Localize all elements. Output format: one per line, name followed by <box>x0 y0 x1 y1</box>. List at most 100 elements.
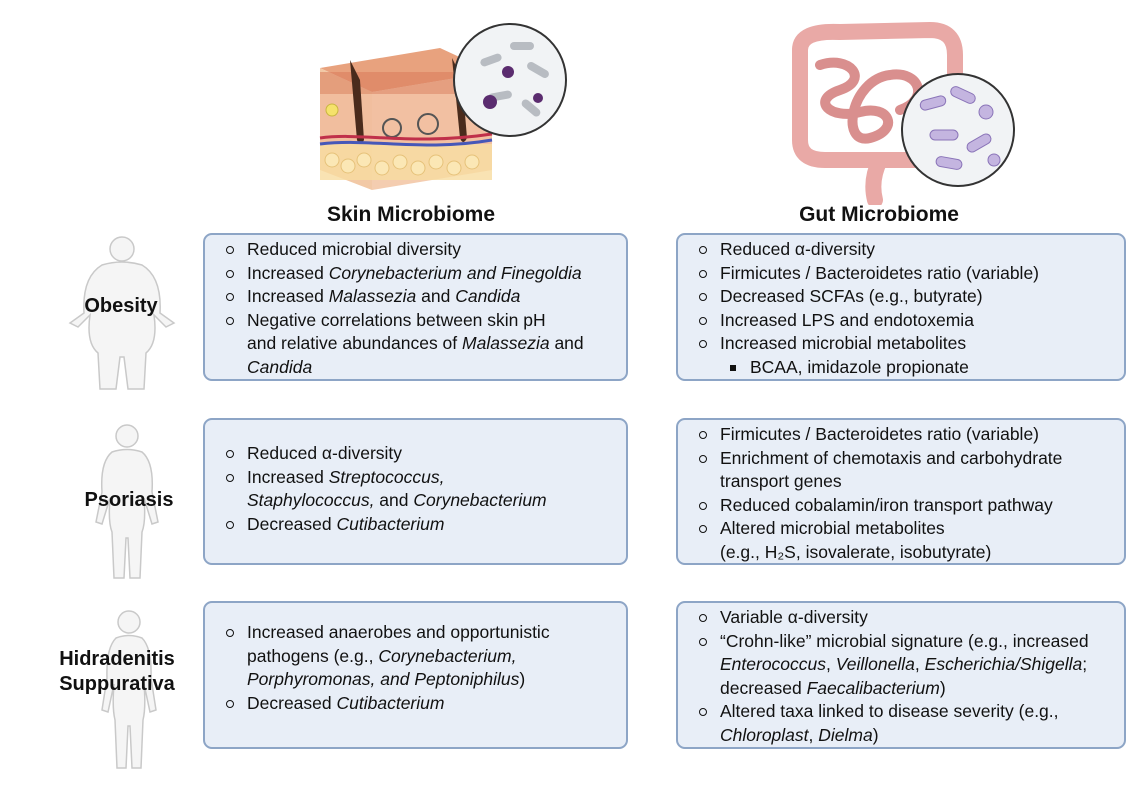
body-figure-obesity <box>68 236 176 390</box>
taxon-name: Veillonella <box>835 654 915 674</box>
bullet-item: Firmicutes / Bacteroidetes ratio (variab… <box>698 262 1118 286</box>
bullet-item: Reduced α-diversity <box>225 442 620 466</box>
taxon-name: Candida <box>455 286 521 306</box>
row-label-psoriasis: Psoriasis <box>54 488 204 513</box>
bullet-text: and <box>416 286 456 306</box>
bullet-text: Reduced α-diversity <box>247 443 403 463</box>
gut-illustration <box>792 21 1015 205</box>
taxon-name: Porphyromonas, and Peptoniphilus <box>247 669 520 689</box>
taxon-name: Faecalibacterium <box>806 677 940 698</box>
bullet-text: (e.g., H₂S, isovalerate, isobutyrate) <box>720 541 992 562</box>
bullet-text: , <box>826 654 836 674</box>
row-label-obesity: Obesity <box>46 294 196 319</box>
skin-illustration <box>319 23 567 190</box>
bullet-text: Reduced cobalamin/iron transport pathway <box>720 494 1053 515</box>
bullet-text: Variable α-diversity <box>720 607 868 627</box>
taxon-name: Escherichia/Shigella <box>924 654 1083 674</box>
bullet-item: Reduced microbial diversity <box>225 238 620 262</box>
bullet-text: Firmicutes / Bacteroidetes ratio (variab… <box>720 424 1039 444</box>
taxon-name: Enterococcus <box>720 654 827 674</box>
bullet-text: Increased <box>247 286 329 306</box>
bullet-item: Decreased Cutibacterium <box>225 692 620 716</box>
bullet-text: Reduced α-diversity <box>720 239 876 259</box>
bullet-text: ) <box>872 724 879 745</box>
bullet-text: Increased anaerobes and opportunistic <box>247 622 550 642</box>
bullet-item: Candida <box>225 356 620 380</box>
taxon-name: Streptococcus, <box>328 466 445 487</box>
skin-microbe-inset <box>453 23 567 137</box>
row-label-line: Hidradenitis <box>59 648 175 670</box>
bullet-item: Enterococcus, Veillonella, Escherichia/S… <box>698 653 1118 677</box>
epidermis-layer <box>320 72 492 94</box>
bullet-text: Altered microbial metabolites <box>720 518 945 538</box>
bullet-text: ; <box>1082 654 1088 674</box>
bullet-text: Decreased SCFAs (e.g., butyrate) <box>720 286 983 306</box>
hidradenitis-skin-box: Increased anaerobes and opportunistic pat… <box>203 601 628 749</box>
row-label-line: Psoriasis <box>84 489 174 511</box>
hidradenitis-gut-box: Variable α-diversity “Crohn-like” microbi… <box>676 601 1126 749</box>
row-label-line: Suppurativa <box>59 673 175 695</box>
bullet-text: pathogens (e.g., <box>247 645 379 666</box>
taxon-name: Staphylococcus, <box>247 490 375 510</box>
taxon-name: Malassezia <box>328 286 417 306</box>
bullet-text: , <box>914 654 925 674</box>
taxon-name: Cutibacterium <box>336 513 445 534</box>
bullet-item: “Crohn-like” microbial signature (e.g., … <box>698 630 1118 654</box>
bullet-item: Chloroplast, Dielma) <box>698 724 1118 748</box>
taxon-name: Candida <box>247 356 313 377</box>
body-figure-psoriasis <box>95 424 159 579</box>
bullet-text: Increased microbial metabolites <box>720 333 967 353</box>
bullet-text: Firmicutes / Bacteroidetes ratio (variab… <box>720 262 1039 283</box>
bullet-item: Enrichment of chemotaxis and carbohydrat… <box>698 447 1118 471</box>
bullet-text: transport genes <box>720 471 842 491</box>
bullet-text: Increased LPS and endotoxemia <box>720 309 974 330</box>
bullet-text: ) <box>519 669 526 689</box>
bullet-item: Altered microbial metabolites <box>698 517 1118 541</box>
bullet-text: Increased <box>247 466 329 487</box>
taxon-name: Dielma <box>818 724 873 745</box>
bullet-text: Decreased <box>247 513 337 534</box>
bullet-text: Reduced microbial diversity <box>247 239 461 259</box>
bullet-text: Altered taxa linked to disease severity … <box>720 701 1059 721</box>
hair-follicle <box>350 60 364 144</box>
bullet-text: Negative correlations between skin pH <box>247 309 546 330</box>
bullet-item: Reduced α-diversity <box>698 238 1118 262</box>
bullet-item: Altered taxa linked to disease severity … <box>698 700 1118 724</box>
row-label-hidradenitis: Hidradenitis Suppurativa <box>42 647 192 697</box>
bullet-item: Increased microbial metabolites <box>698 332 1118 356</box>
row-label-line: Obesity <box>84 295 158 317</box>
bullet-item: Increased Malassezia and Candida <box>225 285 620 309</box>
bullet-item: Increased Streptococcus, <box>225 466 620 490</box>
bullet-text: and <box>374 490 414 510</box>
psoriasis-gut-box: Firmicutes / Bacteroidetes ratio (variab… <box>676 418 1126 565</box>
gut-column-title: Gut Microbiome <box>799 203 959 226</box>
bullet-item: Increased anaerobes and opportunistic <box>225 621 620 645</box>
bullet-text: Increased <box>247 262 329 283</box>
bullet-text: and <box>549 333 584 353</box>
taxon-name: Corynebacterium, <box>378 645 517 666</box>
bullet-text: Enrichment of chemotaxis and carbohydrat… <box>720 447 1063 468</box>
bullet-text: decreased <box>720 677 807 698</box>
bullet-text: BCAA, imidazole propionate <box>750 356 969 377</box>
bullet-item: Firmicutes / Bacteroidetes ratio (variab… <box>698 423 1118 447</box>
bullet-item: pathogens (e.g., Corynebacterium, <box>225 645 620 669</box>
taxon-name: Corynebacterium and Finegoldia <box>328 262 582 283</box>
bullet-item: Increased Corynebacterium and Finegoldia <box>225 262 620 286</box>
taxon-name: Malassezia <box>462 333 550 353</box>
bullet-item: Decreased Cutibacterium <box>225 513 620 537</box>
bullet-item: Reduced cobalamin/iron transport pathway <box>698 494 1118 518</box>
bullet-item: Staphylococcus, and Corynebacterium <box>225 489 620 513</box>
bullet-item: (e.g., H₂S, isovalerate, isobutyrate) <box>698 541 1118 565</box>
body-figure-hidradenitis <box>101 610 157 769</box>
taxon-name: Corynebacterium <box>413 490 547 510</box>
bullet-item: Decreased SCFAs (e.g., butyrate) <box>698 285 1118 309</box>
bullet-item: BCAA, imidazole propionate <box>698 356 1118 380</box>
taxon-name: Chloroplast <box>720 724 809 745</box>
bullet-item: decreased Faecalibacterium) <box>698 677 1118 701</box>
bullet-item: and relative abundances of Malassezia an… <box>225 332 620 356</box>
taxon-name: Cutibacterium <box>336 692 445 713</box>
bullet-item: Increased LPS and endotoxemia <box>698 309 1118 333</box>
